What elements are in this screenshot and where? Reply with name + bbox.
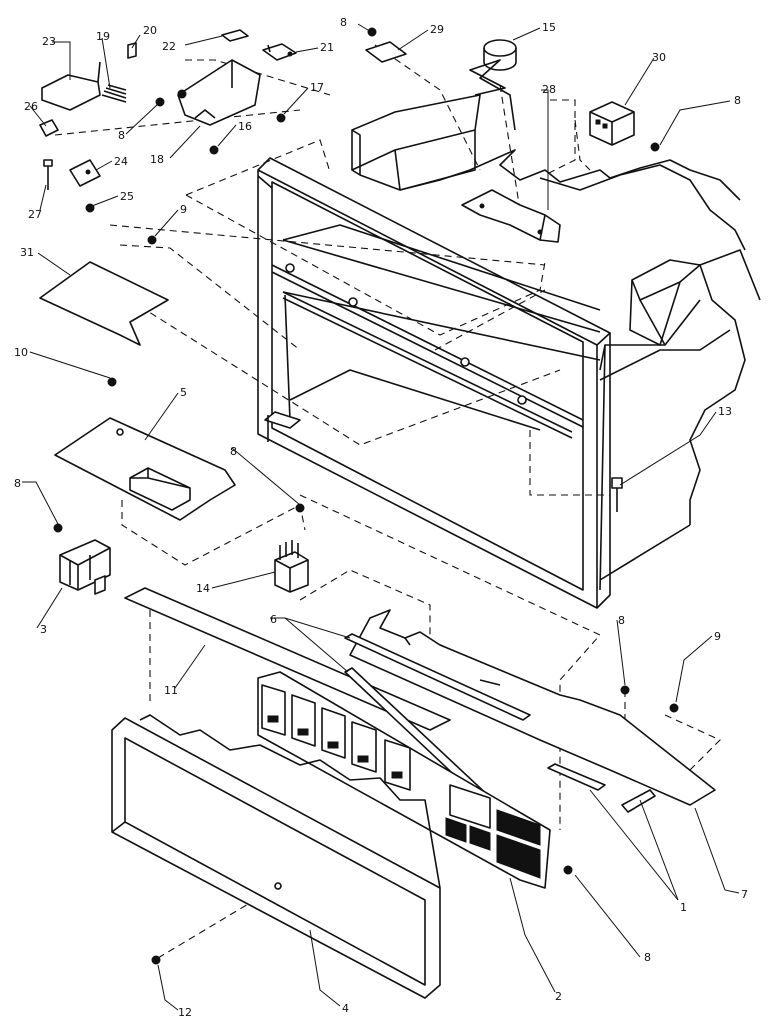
callout-4: 4	[342, 1002, 349, 1015]
callout-28: 28	[542, 83, 556, 96]
part-door-trim-4	[111, 714, 441, 999]
part-pin-13	[611, 477, 623, 512]
part-shield-31	[39, 261, 169, 346]
callout-14: 14	[196, 582, 210, 595]
callout-15: 15	[542, 21, 556, 34]
callout-8-mid: 8	[230, 445, 237, 458]
callout-21: 21	[320, 41, 334, 54]
callout-25: 25	[120, 190, 134, 203]
callout-31: 31	[20, 246, 34, 259]
callout-5: 5	[180, 386, 187, 399]
callout-8-left: 8	[118, 129, 125, 142]
part-fuse-15	[483, 39, 517, 71]
part-spring-19	[101, 84, 127, 103]
part-pin-27	[43, 159, 53, 190]
part-bracket-28	[461, 189, 561, 243]
callout-30: 30	[652, 51, 666, 64]
part-plate-18	[177, 59, 261, 126]
callout-3: 3	[40, 623, 47, 636]
callout-2: 2	[555, 990, 562, 1003]
callout-22: 22	[162, 40, 176, 53]
callout-8-top: 8	[340, 16, 347, 29]
assembly-guides	[54, 44, 721, 959]
oven-cabinet	[282, 59, 761, 591]
part-transformer-3	[59, 539, 111, 595]
part-relay-14	[274, 540, 309, 593]
part-board-5	[54, 417, 236, 521]
part-bracket-23	[41, 61, 101, 111]
screws	[53, 27, 679, 965]
callout-27: 27	[28, 208, 42, 221]
callout-26: 26	[24, 100, 38, 113]
callout-13: 13	[718, 405, 732, 418]
callout-19: 19	[96, 30, 110, 43]
callout-9-top: 9	[180, 203, 187, 216]
callout-9-panel: 9	[714, 630, 721, 643]
part-membrane-2	[257, 671, 551, 889]
part-label-20	[127, 42, 137, 59]
part-switch-30	[589, 101, 635, 146]
callout-7: 7	[741, 888, 748, 901]
callout-8-bottom: 8	[644, 951, 651, 964]
callout-24: 24	[114, 155, 128, 168]
callout-17: 17	[310, 81, 324, 94]
callout-12: 12	[178, 1006, 192, 1019]
callout-6: 6	[270, 613, 277, 626]
part-shim-22	[221, 29, 249, 42]
part-panel-7	[349, 609, 716, 806]
callout-1: 1	[680, 901, 687, 914]
leader-lines	[22, 23, 740, 1011]
callout-23: 23	[42, 35, 56, 48]
part-latch-21	[262, 43, 297, 61]
callout-18: 18	[150, 153, 164, 166]
callout-11: 11	[164, 684, 178, 697]
callout-labels: 23 19 20 22 21 8 29 15 30 8 28 17 16 18 …	[14, 16, 748, 1019]
callout-10: 10	[14, 346, 28, 359]
part-bracket-24	[69, 159, 101, 187]
callout-8-panel: 8	[618, 614, 625, 627]
callout-8-right: 8	[734, 94, 741, 107]
callout-20: 20	[143, 24, 157, 37]
callout-8-transformer: 8	[14, 477, 21, 490]
callout-29: 29	[430, 23, 444, 36]
part-parts-1	[547, 763, 656, 813]
part-strip-6a	[344, 633, 531, 721]
part-shim-29	[365, 41, 407, 63]
callout-16: 16	[238, 120, 252, 133]
front-frame	[257, 157, 611, 609]
